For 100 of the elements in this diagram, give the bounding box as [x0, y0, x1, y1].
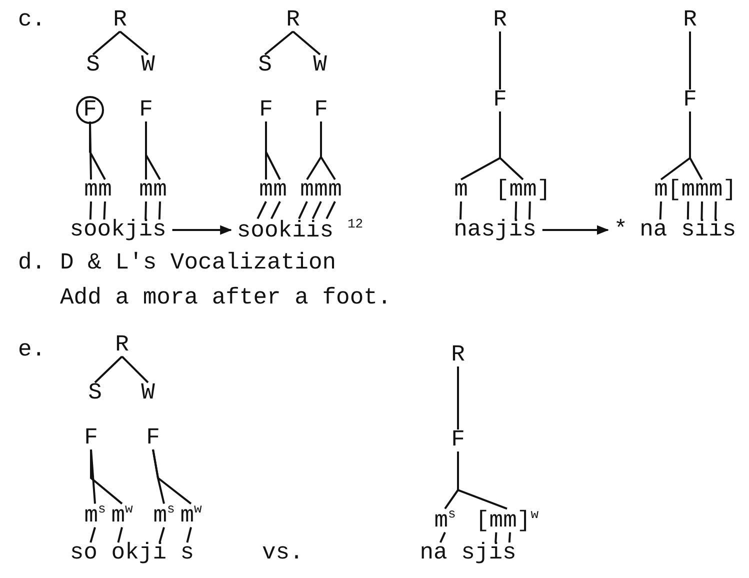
mora-symbol: m	[503, 509, 517, 532]
example-letter: d.	[18, 252, 46, 274]
branch-line	[457, 452, 508, 510]
tree-node-label: S	[86, 54, 100, 76]
bracket-mark: ]	[536, 176, 551, 202]
mora-symbol: m	[454, 178, 468, 202]
branch-line	[158, 201, 161, 220]
bracket-mark: ]$^{w}$	[516, 507, 539, 534]
example-letter: e.	[18, 338, 46, 362]
branch-line	[714, 201, 717, 220]
branch-line	[514, 201, 518, 220]
branch-line	[92, 30, 121, 56]
arrow	[542, 225, 609, 235]
bracket-mark: [	[495, 176, 510, 202]
tree-node-label: R	[113, 8, 127, 32]
tree-node-label: R	[683, 8, 697, 32]
word-text: m$^{s}$	[84, 502, 106, 528]
branch-line	[144, 201, 147, 220]
branch-line	[103, 201, 106, 220]
branch-line	[499, 32, 501, 90]
mora-symbol: m	[695, 178, 709, 202]
tree-node-label: W	[141, 54, 155, 76]
bracket-mark: [	[475, 507, 490, 534]
branch-line	[700, 201, 703, 220]
mora-symbol: m	[84, 178, 98, 202]
mora-symbol: m	[273, 178, 287, 202]
word-text: nasjis	[454, 218, 536, 242]
branch-line	[494, 532, 498, 543]
branch-line	[460, 201, 462, 220]
branch-line	[689, 112, 703, 180]
mora-symbol: m	[153, 178, 167, 202]
branch-line	[528, 201, 531, 220]
tree-node-label: F	[146, 426, 160, 450]
branch-line	[145, 122, 161, 180]
mora-symbol: m	[489, 509, 504, 532]
bracket-mark: ]	[722, 176, 737, 202]
branch-line	[457, 366, 459, 430]
branch-line	[439, 532, 446, 543]
mora-symbol: m	[314, 178, 328, 202]
mora-symbol: m	[139, 178, 153, 202]
mora-symbol: m	[259, 178, 273, 202]
word-text: na sjis	[420, 542, 516, 564]
branch-line	[312, 201, 322, 220]
bracket-mark: [	[667, 176, 682, 202]
word-text: sookiis	[236, 217, 334, 244]
tree-node-label: W	[313, 54, 327, 76]
word-text: sookjis	[70, 218, 166, 242]
mora-symbol: m	[509, 178, 523, 202]
rule-title: D & L's Vocalization	[60, 252, 336, 274]
branch-line	[270, 201, 281, 220]
circle-outline	[76, 96, 104, 124]
comparison-text: vs.	[262, 542, 304, 564]
branch-line	[158, 527, 165, 543]
mora-symbol: m	[708, 178, 723, 202]
tree-node-label: R	[493, 8, 507, 32]
word-text: na siis	[640, 216, 736, 242]
mora-symbol: m	[681, 178, 696, 202]
tree-node-label: R	[286, 8, 300, 32]
mora-symbol: m	[300, 178, 314, 202]
tree-node-label: S	[258, 54, 272, 76]
branch-line	[298, 201, 308, 220]
branch-line	[508, 532, 511, 543]
rule-text: Add a mora after a foot.	[60, 286, 392, 310]
tree-node-label: F	[139, 98, 153, 122]
word-text: so okji s	[70, 542, 194, 564]
example-letter: c.	[18, 8, 46, 32]
branch-line	[90, 450, 123, 504]
tree-node-label: R	[115, 334, 129, 356]
tree-node-label: F	[83, 98, 97, 122]
mora-symbol: m	[523, 178, 537, 202]
arrow	[172, 225, 232, 235]
mora-symbol: m	[328, 178, 342, 202]
branch-line	[119, 30, 149, 56]
branch-line	[117, 527, 123, 543]
branch-line	[686, 201, 690, 220]
tree-node-label: F	[84, 426, 98, 450]
tree-node-label: S	[88, 382, 102, 404]
branch-line	[264, 30, 294, 56]
branch-line	[292, 30, 321, 56]
branch-line	[186, 527, 192, 543]
branch-line	[121, 356, 149, 384]
branch-line	[659, 201, 662, 220]
branch-line	[256, 201, 267, 220]
branch-line	[689, 32, 691, 90]
branch-line	[89, 201, 92, 220]
tree-node-label: F	[314, 98, 328, 122]
branch-line	[90, 527, 96, 543]
tree-node-label: F	[493, 88, 507, 112]
branch-line	[499, 112, 524, 180]
word-text: m$^{w}$	[180, 502, 202, 528]
tree-node-label: F	[451, 428, 465, 452]
tree-node-label: F	[683, 88, 697, 112]
branch-line	[320, 122, 336, 180]
branch-line	[89, 122, 106, 180]
mora-symbol: m	[654, 178, 668, 202]
word-text: m$^{w}$	[111, 502, 133, 528]
asterisk-mark: *	[614, 216, 628, 242]
word-text: m$^{s}$	[434, 508, 456, 532]
tree-node-label: F	[259, 98, 273, 122]
tree-node-label: R	[451, 344, 465, 366]
